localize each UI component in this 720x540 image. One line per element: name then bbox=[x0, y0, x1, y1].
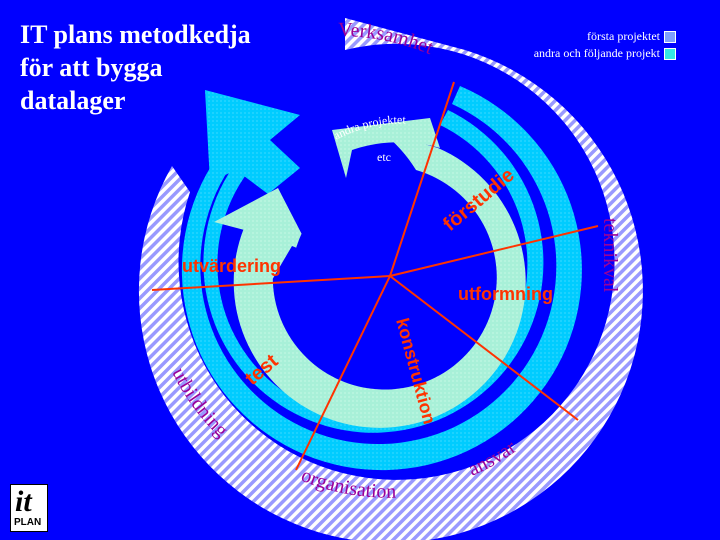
inner-arrow bbox=[214, 188, 312, 280]
divider-organisation bbox=[295, 275, 391, 471]
outer-label-verksamhet: Verksamhet bbox=[338, 19, 437, 59]
page-title: IT plans metodkedja för att bygga datala… bbox=[20, 20, 251, 115]
legend-swatch-first bbox=[664, 30, 676, 43]
legend-label-first: första projektet bbox=[587, 29, 660, 43]
legend: första projektet andra och följande proj… bbox=[534, 28, 676, 62]
phase-label-utvardering: utvärdering bbox=[182, 256, 281, 276]
divider-teknikval bbox=[389, 225, 599, 277]
legend-swatch-next bbox=[664, 47, 676, 60]
logo-text: PLAN bbox=[14, 517, 42, 528]
divider-utvardering bbox=[151, 275, 391, 291]
phase-dividers bbox=[151, 81, 599, 471]
legend-item-next: andra och följande projekt bbox=[534, 45, 676, 62]
outer-label-teknikval: teknikval bbox=[599, 218, 621, 293]
divider-verksamhet bbox=[389, 81, 455, 277]
divider-ansvar bbox=[389, 275, 579, 421]
outer-arrow bbox=[205, 90, 300, 194]
phase-label-utformning: utformning bbox=[458, 284, 553, 304]
legend-label-next: andra och följande projekt bbox=[533, 46, 660, 60]
legend-item-first: första projektet bbox=[534, 28, 676, 45]
itplan-logo: it PLAN bbox=[10, 484, 48, 532]
inner-ring-head bbox=[332, 118, 440, 178]
inner-note-line2: etc bbox=[377, 150, 391, 164]
logo-mark: it bbox=[15, 485, 32, 518]
